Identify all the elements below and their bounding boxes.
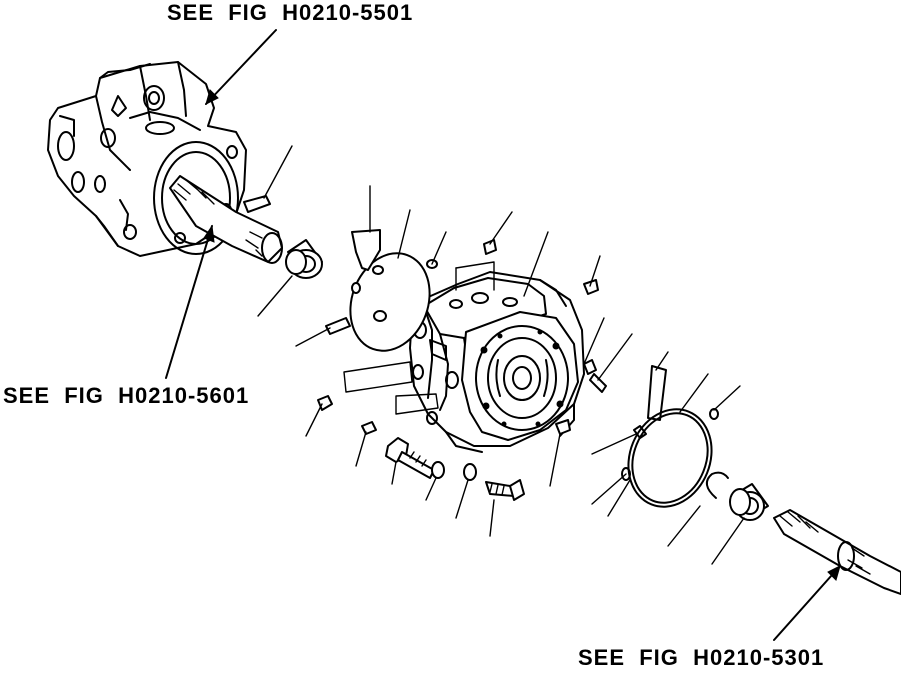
arrow-ref-top [205,29,277,105]
needle-bearing-left [285,239,323,279]
valve-block-assembly [343,261,585,453]
figure-ref-top[interactable]: SEE FIG H0210-5501 [167,0,414,25]
o-ring-large [627,408,713,508]
snap-ring [705,471,729,499]
arrow-ref-bottom [773,565,841,641]
plug-upper [351,229,381,271]
figure-ref-bottom[interactable]: SEE FIG H0210-5301 [578,645,825,670]
figure-ref-left[interactable]: SEE FIG H0210-5601 [3,383,250,408]
dowel-pin-upper [243,195,271,213]
needle-bearing-right [729,483,769,521]
small-parts-right [583,359,719,481]
hex-bolts [385,437,525,501]
arrow-ref-left [165,224,215,379]
leader-lines [257,145,745,565]
output-shaft [773,509,901,595]
